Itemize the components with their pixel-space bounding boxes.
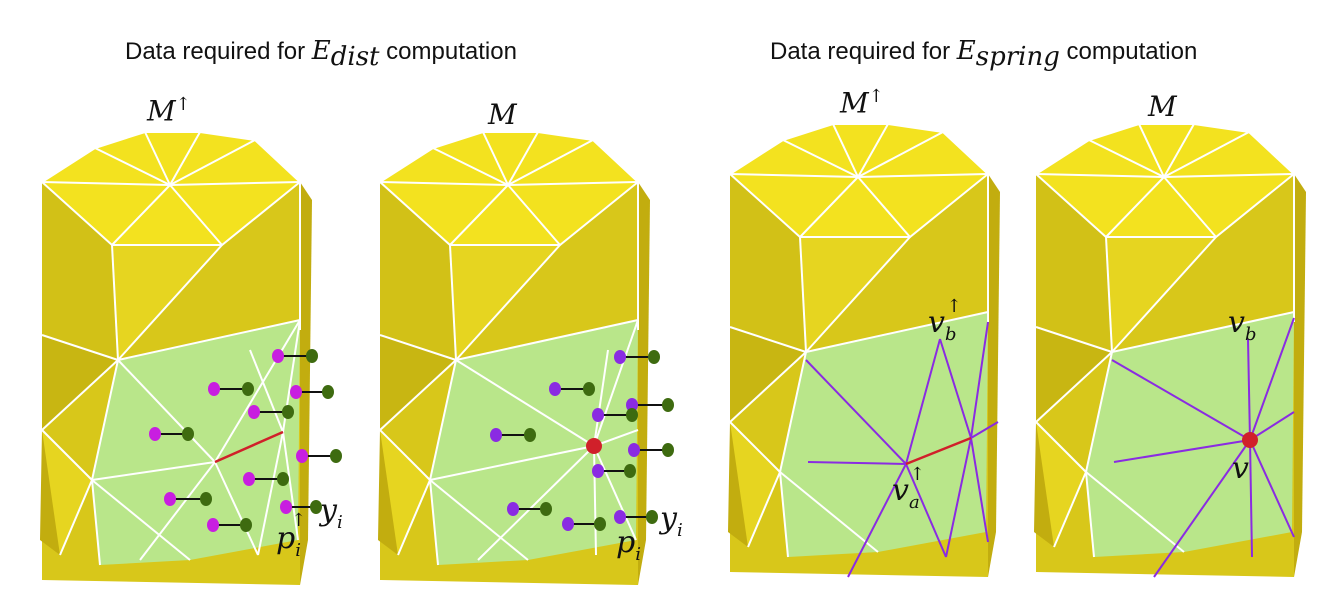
label-y-i-2: yi	[658, 501, 683, 541]
caption-edist: Data required for Edist computation	[125, 36, 517, 72]
label-m-up-1: M↑	[147, 94, 191, 128]
label-v: v	[1232, 451, 1249, 486]
label-m-1: M	[488, 98, 517, 131]
label-v-b-up: vb↑	[928, 296, 962, 345]
mesh-m-up-dist: yi pi↑	[39, 131, 343, 586]
mesh-m-dist	[377, 131, 651, 586]
label-m-2: M	[1148, 90, 1177, 123]
label-v-a-up: va↑	[892, 464, 925, 513]
label-p-i: pi	[616, 525, 641, 565]
label-p-i-up: pi↑	[276, 510, 306, 561]
mesh-m-spring	[1033, 123, 1307, 578]
label-m-up-2: M↑	[840, 86, 884, 120]
label-v-b: vb	[1228, 305, 1256, 345]
mesh-m-up-spring	[727, 123, 1001, 578]
caption-espring: Data required for Espring computation	[770, 36, 1198, 72]
points-m-dist: yi pi	[490, 350, 683, 565]
label-y-i-1: yi	[318, 493, 343, 533]
